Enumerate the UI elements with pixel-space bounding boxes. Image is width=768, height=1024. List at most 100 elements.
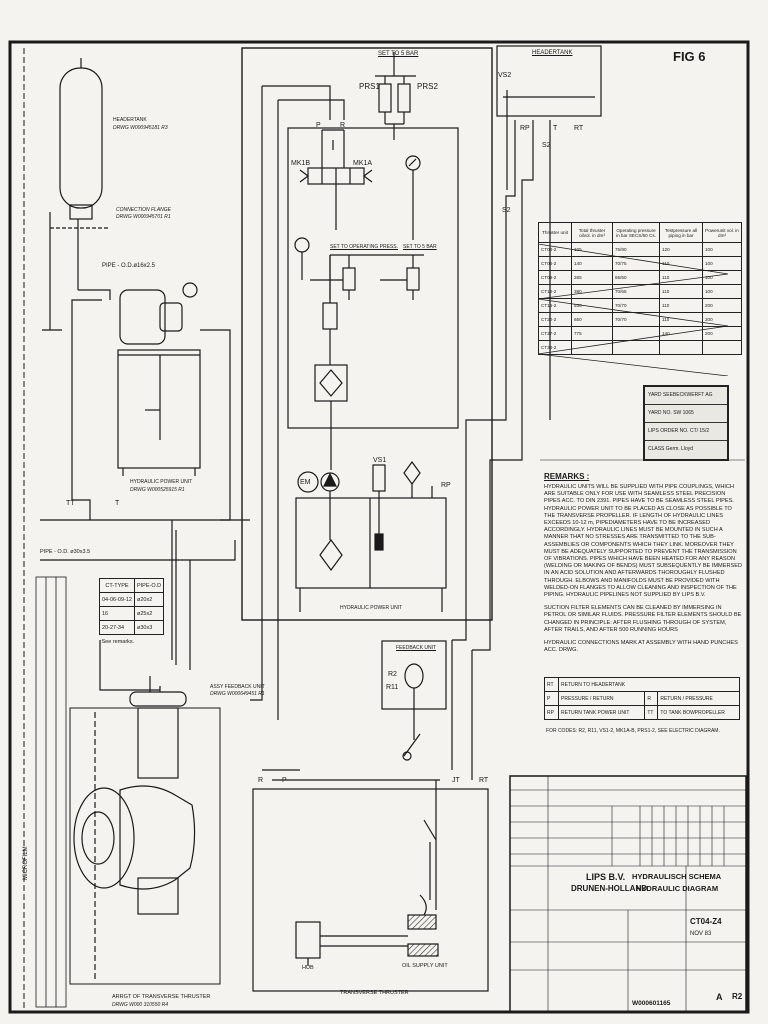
rt-top-label: RT [574, 125, 584, 132]
stamp-row: LIPS ORDER NO. CT/ 15/2 [645, 423, 727, 441]
title-dutch: HYDRAULISCH SCHEMA [632, 872, 722, 881]
relief-valve-left [342, 267, 356, 291]
table-row: See remarks. [100, 635, 164, 649]
hpu-left-label: HYDRAULIC POWER UNIT [130, 479, 193, 485]
transverse-thruster-box [252, 788, 489, 992]
table-cell: R [644, 691, 659, 706]
hpu-left-dwg: DRWG W000525915 R1 [130, 487, 185, 493]
mk1b-label: MK1B [291, 160, 311, 167]
check-valve [322, 302, 338, 330]
set-to-5bar-top-label: SET TO 5 BAR [378, 51, 419, 57]
prs2-valve [397, 83, 411, 113]
microfilm-label: MICROFILM [23, 846, 29, 880]
r-bottom-label: R [258, 777, 264, 784]
drawing-number: W000601165 [632, 1000, 671, 1007]
header-tank-left-label: HEADERTANK [113, 117, 147, 123]
jt-bottom-label: JT [452, 777, 460, 784]
ct-table-header: CT-TYPE [99, 578, 135, 593]
hpu-center-label: HYDRAULIC POWER UNIT [340, 605, 403, 611]
thruster-table-header-row: Thruster unit Total thruster oilvol. in … [538, 222, 742, 243]
assy-feedback-dwg: DRWG W000649451 R1 [210, 691, 265, 697]
left-hpu-tank [117, 349, 201, 469]
r11-label: R11 [386, 684, 399, 691]
remarks-paragraph: HYDRAULIC UNITS WILL BE SUPPLIED WITH PI… [544, 484, 742, 599]
rt-bottom-label: RT [479, 777, 489, 784]
prs1-label: PRS1 [359, 82, 380, 91]
remarks-title: REMARKS : [544, 472, 590, 481]
table-cell: P [543, 691, 560, 706]
sheet-letter: A [716, 992, 723, 1002]
ct-table-header-row: CT-TYPE PIPE-O.D [99, 578, 165, 593]
oil-supply-label: OIL SUPPLY UNIT [402, 963, 448, 969]
title-english: HYDRAULIC DIAGRAM [636, 884, 719, 893]
header-tank-cylinder [59, 67, 103, 209]
table-cell: 04-06-09-12 [99, 592, 135, 607]
s2-label-a: S2 [542, 142, 551, 149]
vs2-label: VS2 [498, 72, 512, 79]
header-tank-top-label: HEADERTANK [532, 50, 573, 56]
table-cell: PRESSURE / RETURN [558, 691, 646, 706]
ct-table-note: See remarks. [101, 638, 135, 645]
tt-left-label: TT [66, 500, 75, 507]
r2-label: R2 [388, 671, 397, 678]
feedback-unit-label: FEEDBACK UNIT [396, 645, 437, 651]
stamp-row: YARD SEEBECKWERFT AG [645, 387, 727, 405]
vs1-switch [372, 464, 386, 492]
pipe-top-label: PIPE - O.D.ø16x2.5 [102, 263, 156, 269]
left-hpu-motor [119, 289, 166, 345]
table-row: CT34-2 [538, 340, 742, 355]
set-5bar-mid-label: SET TO 5 BAR [403, 244, 437, 250]
outer-border [8, 40, 750, 1014]
thruster-table-header: Testpressure all piping in bar [659, 222, 703, 243]
arrgt-dwg: DRWG W000 310550 R4 [112, 1002, 169, 1008]
em-label: EM [300, 479, 311, 486]
center-enclosure [241, 47, 493, 621]
assy-feedback-label: ASSY FEEDBACK UNIT [210, 684, 265, 690]
remarks-paragraph: HYDRAULIC CONNECTIONS MARK AT ASSEMBLY W… [544, 640, 738, 654]
table-cell: 16 [99, 606, 135, 621]
thruster-data-table: Thruster unit Total thruster oilvol. in … [538, 222, 742, 355]
company-name: LIPS B.V. [586, 872, 626, 882]
table-cell: ø30x3 [133, 620, 165, 635]
thruster-table-header: Total thruster oilvol. in dm³ [571, 222, 613, 243]
electric-motor [297, 471, 319, 493]
thruster-gearbox [119, 785, 196, 890]
p-bottom-label: P [282, 777, 287, 784]
header-tank-dwg: DRWG W000945181 R3 [113, 125, 168, 131]
r-valve-label: R [340, 122, 346, 129]
remarks-section: REMARKS : HYDRAULIC UNITS WILL BE SUPPLI… [544, 472, 742, 660]
rp-top-label: RP [520, 125, 530, 132]
header-tank-box [496, 45, 602, 117]
connection-flange-label: CONNECTION FLANGE [116, 207, 172, 213]
t-left-label: T [115, 500, 120, 507]
thruster-table-cross-lines [538, 244, 729, 376]
transverse-thruster-label: TRANSVERSE THRUSTER [340, 990, 409, 996]
arrgt-label: ARRGT OF TRANSVERSE THRUSTER [112, 994, 211, 1000]
table-cell: RP [543, 705, 560, 720]
s2-label-b: S2 [502, 207, 511, 214]
thruster-table-header: Thruster unit [538, 222, 572, 243]
prs1-valve [378, 83, 392, 113]
company-location: DRUNEN-HOLLAND [571, 884, 647, 893]
stamp-row: YARD NO. SW 1065 [645, 405, 727, 423]
remarks-paragraph: SUCTION FILTER ELEMENTS CAN BE CLEANED B… [544, 605, 742, 633]
table-cell: 20-27-34 [99, 620, 135, 635]
hub-label: HUB [302, 965, 314, 971]
table-cell: TO TANK BOWPROPELLER [657, 705, 740, 720]
t-top-label: T [553, 125, 558, 132]
center-hpu-tank [295, 497, 447, 589]
rp-mid-label: RP [441, 482, 451, 489]
valve-block-enclosure [287, 127, 459, 429]
thruster-top-flange [129, 691, 187, 707]
thruster-table-header: Operating pressure in bar SECS/60 Cs. [612, 222, 660, 243]
